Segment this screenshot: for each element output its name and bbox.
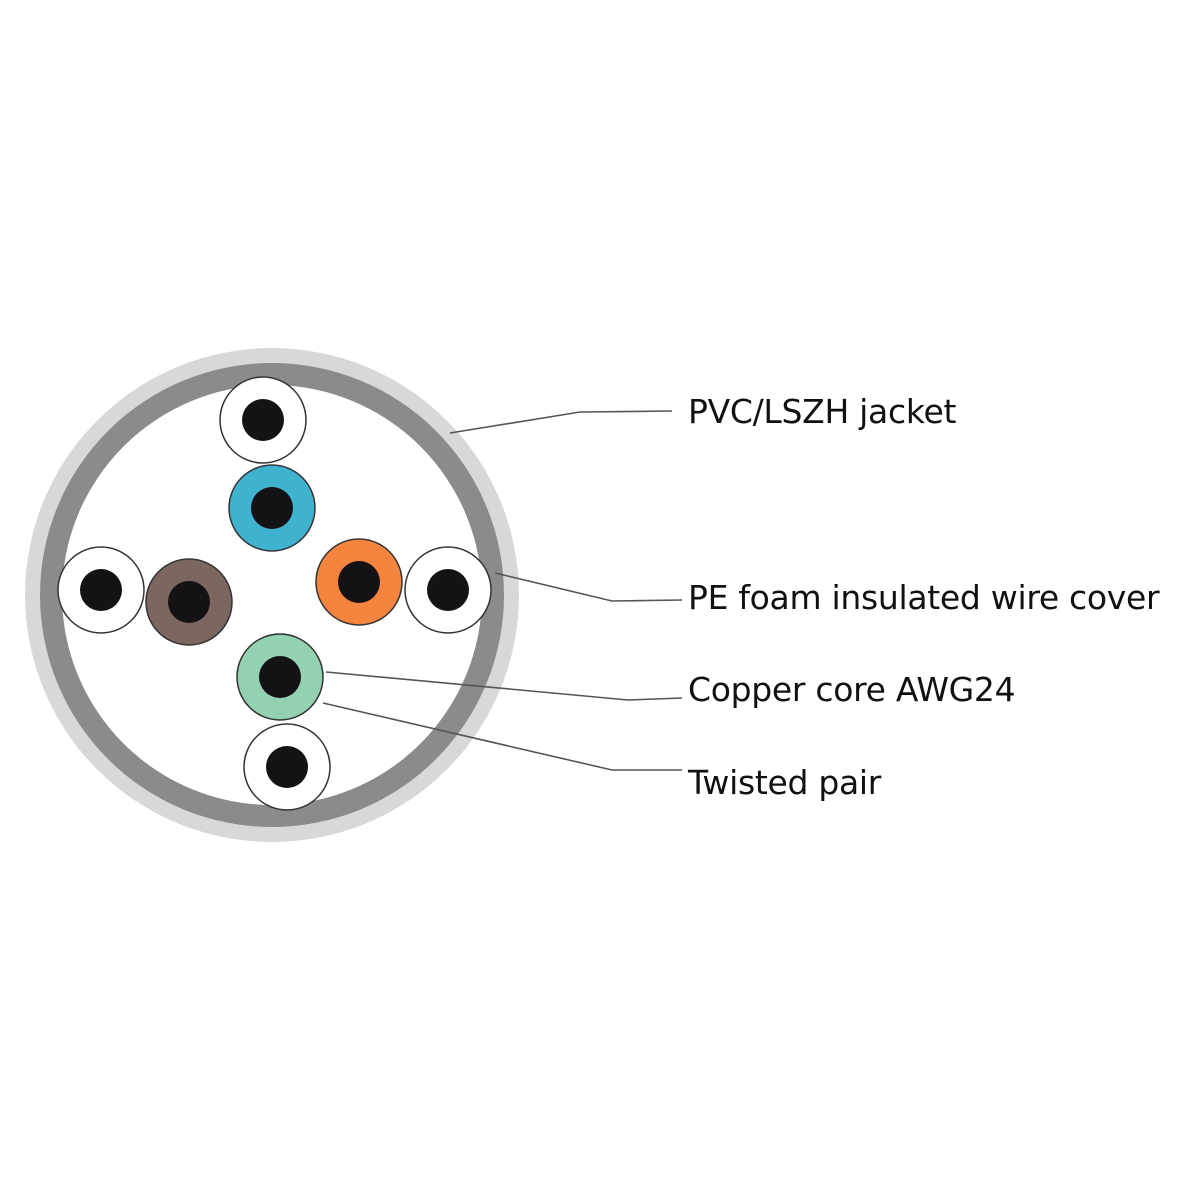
copper-core-orange xyxy=(338,561,380,603)
label-twisted-pair: Twisted pair xyxy=(688,763,882,802)
leader-line-jacket xyxy=(449,410,673,434)
leader-line-pair xyxy=(322,702,682,771)
copper-core-white-right xyxy=(427,569,469,611)
wires xyxy=(57,376,492,811)
copper-core-green xyxy=(259,656,301,698)
copper-core-white-left xyxy=(80,569,122,611)
copper-core-white-top xyxy=(242,399,284,441)
leader-line-insulation xyxy=(494,572,683,602)
label-core: Copper core AWG24 xyxy=(688,670,1016,709)
cable-interior xyxy=(62,385,482,805)
copper-core-blue xyxy=(251,487,293,529)
label-insulation: PE foam insulated wire cover xyxy=(688,578,1160,617)
copper-core-white-bottom xyxy=(266,746,308,788)
leader-line-core xyxy=(325,671,683,701)
label-jacket: PVC/LSZH jacket xyxy=(688,392,957,431)
copper-core-brown xyxy=(168,581,210,623)
